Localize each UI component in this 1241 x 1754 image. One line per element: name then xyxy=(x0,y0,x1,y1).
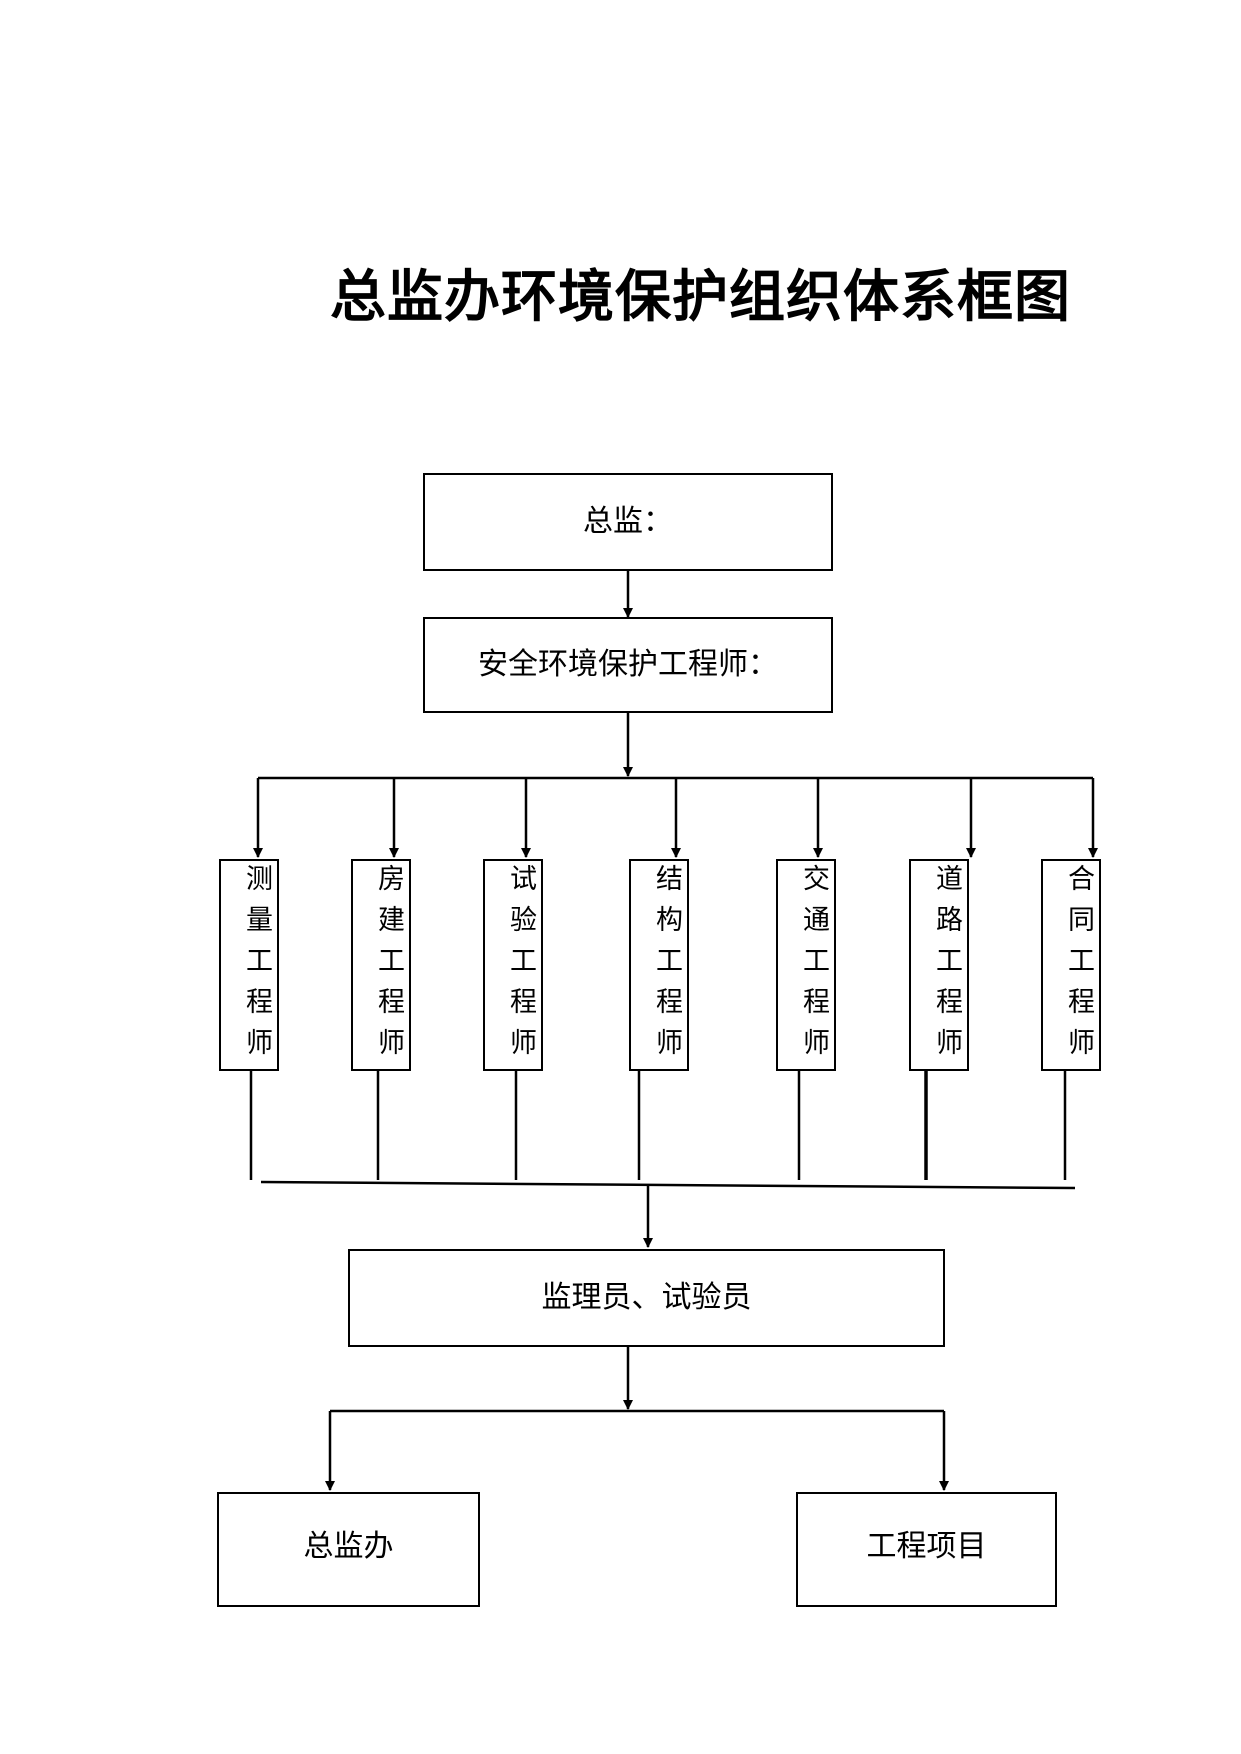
office-label: 总监办 xyxy=(303,1529,394,1564)
page-title: 总监办环境保护组织体系框图 xyxy=(330,264,1071,330)
engineer-label-building: 房建工程师 xyxy=(373,864,404,1069)
project-label: 工程项目 xyxy=(866,1529,987,1564)
chief-supervisor-box: 总监： xyxy=(423,473,833,571)
engineer-label-structure: 结构工程师 xyxy=(651,864,682,1069)
engineer-label-road: 道路工程师 xyxy=(931,864,962,1069)
engineer-box-structure: 结构工程师 xyxy=(629,859,689,1071)
engineer-label-surveying: 测量工程师 xyxy=(241,864,272,1069)
engineer-box-surveying: 测量工程师 xyxy=(219,859,279,1071)
engineer-label-contract: 合同工程师 xyxy=(1063,864,1094,1069)
engineer-label-testing: 试验工程师 xyxy=(505,864,536,1069)
supervisors-box: 监理员、试验员 xyxy=(348,1249,945,1347)
engineer-box-traffic: 交通工程师 xyxy=(776,859,836,1071)
office-box: 总监办 xyxy=(217,1492,480,1607)
engineer-box-building: 房建工程师 xyxy=(351,859,411,1071)
bottom-bus-line xyxy=(260,1180,1076,1190)
safety-engineer-box: 安全环境保护工程师： xyxy=(423,617,833,713)
engineer-box-testing: 试验工程师 xyxy=(483,859,543,1071)
project-box: 工程项目 xyxy=(796,1492,1057,1607)
engineer-box-road: 道路工程师 xyxy=(909,859,969,1071)
engineer-label-traffic: 交通工程师 xyxy=(798,864,829,1069)
safety-engineer-label: 安全环境保护工程师： xyxy=(478,647,778,682)
engineer-box-contract: 合同工程师 xyxy=(1041,859,1101,1071)
supervisors-label: 监理员、试验员 xyxy=(541,1280,752,1315)
chief-supervisor-label: 总监： xyxy=(583,504,673,539)
